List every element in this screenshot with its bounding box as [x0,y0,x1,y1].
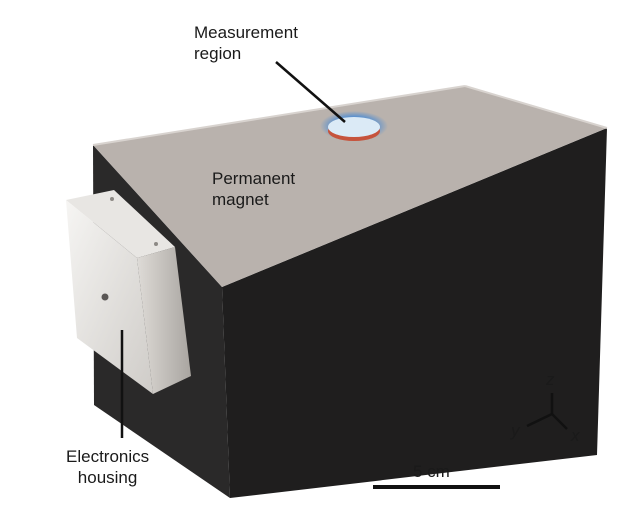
measurement-region [320,111,388,141]
electronics-label-line2: housing [77,468,138,487]
measurement-label-line2: region [194,44,242,63]
measurement-disc [328,117,380,137]
scale-bar-label: 5 cm [413,462,450,481]
x-axis-label: x [571,426,580,445]
housing-front-face [66,200,153,394]
measurement-leader-line [275,61,346,123]
magnet-top-edge-highlight [92,85,466,146]
housing-screw [110,197,114,201]
y-axis-label: y [511,421,520,440]
permanent-magnet-label: Permanent magnet [212,168,295,210]
y-axis-line [526,412,553,428]
z-axis-label: z [546,370,555,389]
measurement-label-line1: Measurement [194,23,298,42]
magnet-top-face [93,86,607,287]
magnet-top-edge-highlight [464,85,608,129]
electronics-housing-label: Electronics housing [66,446,149,488]
electronics-label-line1: Electronics [66,447,150,466]
electronics-housing [66,190,191,394]
axis-triad [526,393,568,430]
housing-screw [154,242,158,246]
housing-port [101,293,109,301]
measurement-region-label: Measurement region [194,22,298,64]
magnet-label-line2: magnet [212,190,269,209]
magnet-label-line1: Permanent [212,169,296,188]
housing-top-face [66,190,175,258]
magnet-front-face [222,128,607,498]
x-axis-line [551,413,568,430]
housing-side-face [137,247,191,394]
